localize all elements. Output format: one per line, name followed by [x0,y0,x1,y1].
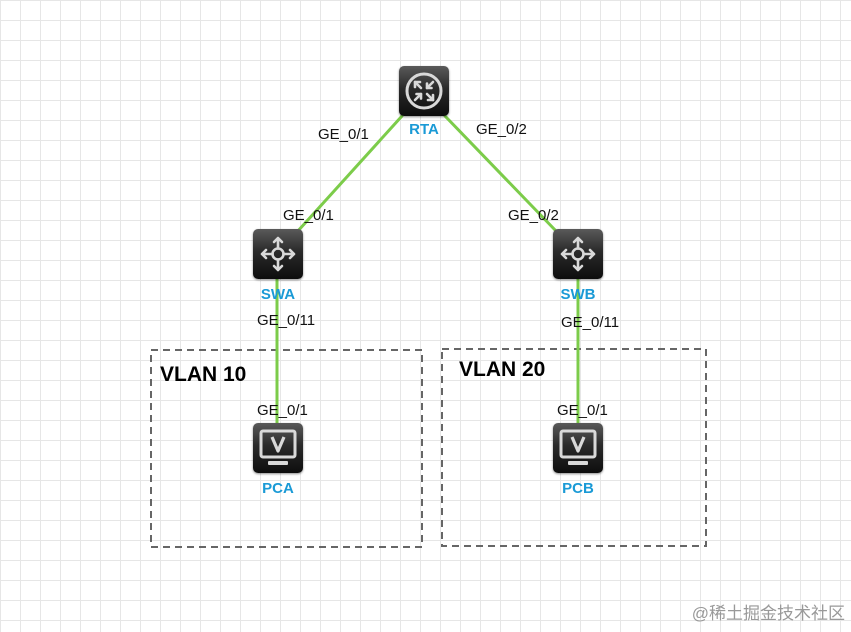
node-label-pca: PCA [262,480,294,497]
port-label-swb-ge02: GE_0/2 [508,207,559,224]
node-label-rta: RTA [409,121,439,138]
vlan-10-label: VLAN 10 [160,363,247,386]
switch-icon [560,236,596,272]
port-label-rta-ge02: GE_0/2 [476,121,527,138]
switch-swb[interactable] [553,229,603,279]
router-icon [405,72,443,110]
port-label-swa-ge01: GE_0/1 [283,207,334,224]
link-rta-swb[interactable] [443,114,559,234]
link-rta-swa[interactable] [295,114,404,234]
switch-icon [260,236,296,272]
node-label-pcb: PCB [562,480,594,497]
node-label-swa: SWA [260,286,296,303]
pc-pcb[interactable] [553,423,603,473]
vlan-20-box [441,348,707,547]
port-label-swa-ge011: GE_0/11 [257,312,316,329]
node-label-swb: SWB [560,286,596,303]
port-label-pcb-ge01: GE_0/1 [557,402,608,419]
watermark-text: @稀土掘金技术社区 [691,604,845,623]
port-label-pca-ge01: GE_0/1 [257,402,308,419]
port-label-swb-ge011: GE_0/11 [561,314,620,331]
vlan-10-box [150,349,423,548]
router-rta[interactable] [399,66,449,116]
port-label-rta-ge01: GE_0/1 [318,126,369,143]
switch-swa[interactable] [253,229,303,279]
monitor-icon [259,429,297,465]
vlan-20-label: VLAN 20 [459,358,546,381]
pc-pca[interactable] [253,423,303,473]
monitor-icon [559,429,597,465]
